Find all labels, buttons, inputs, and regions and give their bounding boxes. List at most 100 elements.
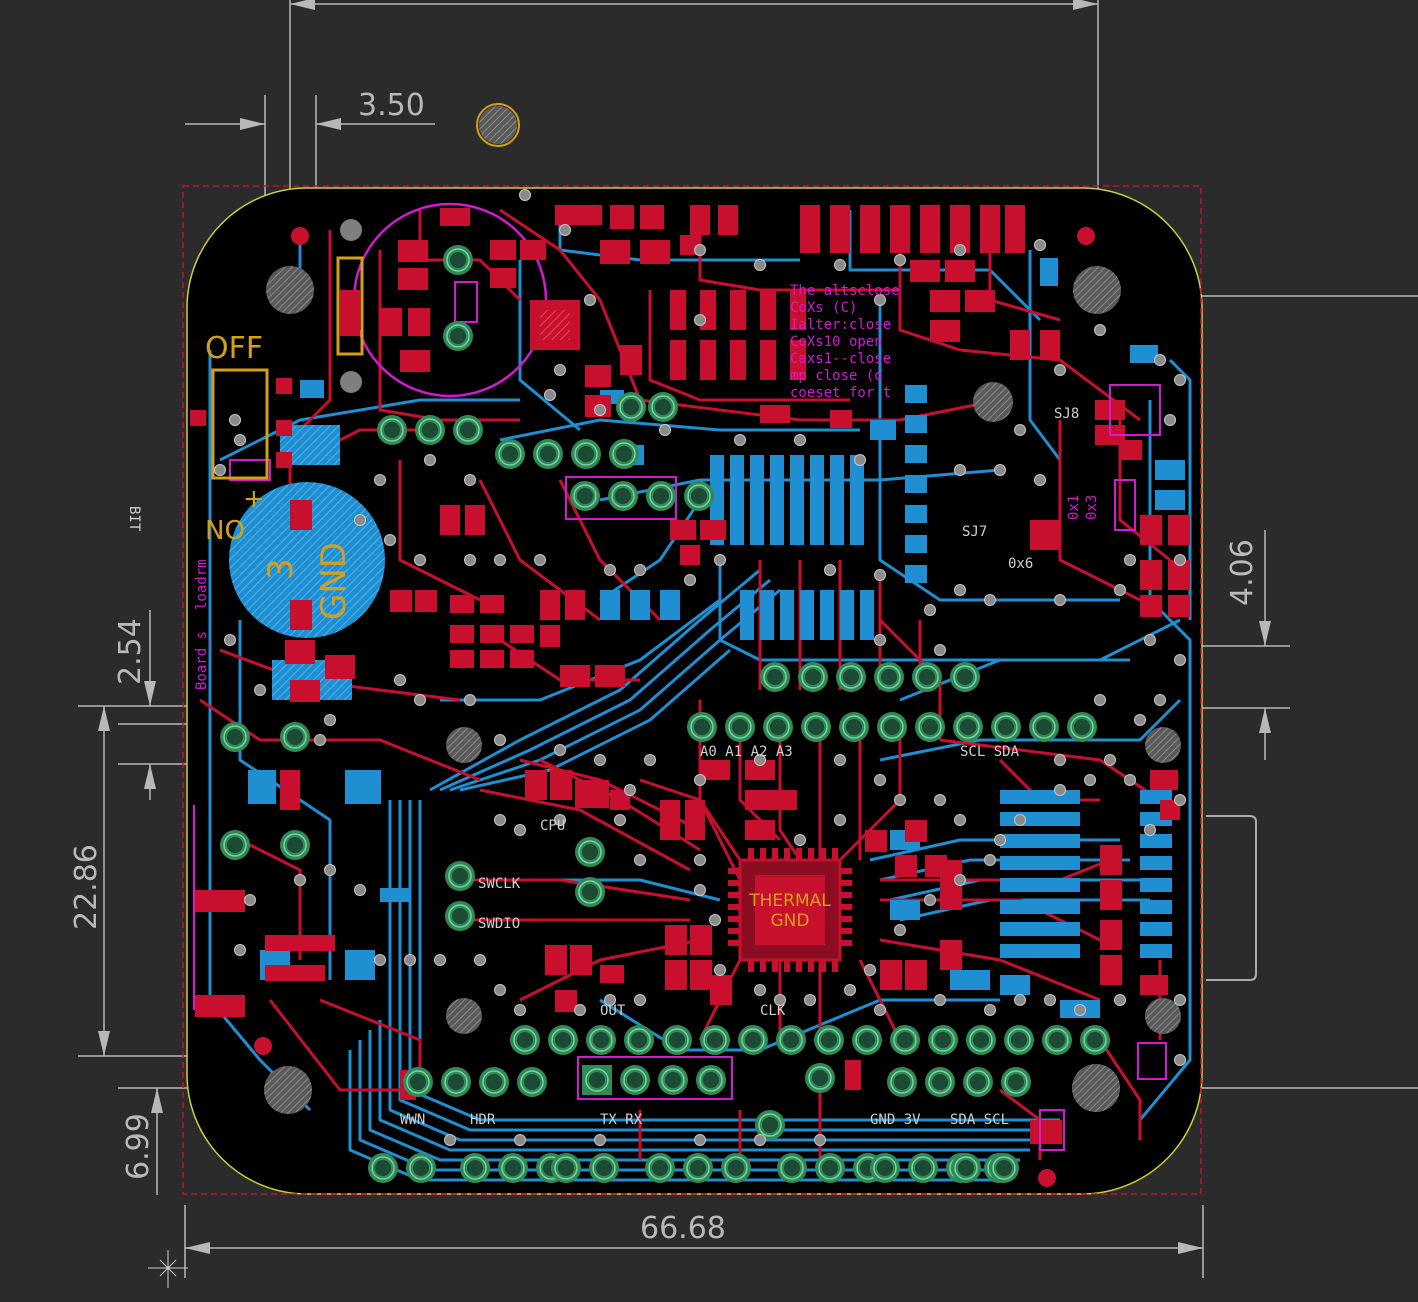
- header-pin[interactable]: [836, 662, 866, 692]
- header-pin[interactable]: [966, 1025, 996, 1055]
- header-pin[interactable]: [989, 1153, 1019, 1183]
- header-pin[interactable]: [377, 415, 407, 445]
- header-pin[interactable]: [479, 1067, 509, 1097]
- header-pin[interactable]: [415, 415, 445, 445]
- header-pin[interactable]: [609, 439, 639, 469]
- header-pin[interactable]: [877, 712, 907, 742]
- header-pin[interactable]: [403, 1067, 433, 1097]
- fiducial-mark[interactable]: [476, 103, 520, 147]
- header-pin[interactable]: [551, 1153, 581, 1183]
- header-pin[interactable]: [814, 1025, 844, 1055]
- header-pin[interactable]: [1080, 1025, 1110, 1055]
- header-pin[interactable]: [624, 1025, 654, 1055]
- header-pin[interactable]: [586, 1025, 616, 1055]
- header-pin[interactable]: [445, 861, 475, 891]
- header-pin[interactable]: [548, 1025, 578, 1055]
- header-pin[interactable]: [839, 712, 869, 742]
- header-pin[interactable]: [890, 1025, 920, 1055]
- header-pin[interactable]: [406, 1153, 436, 1183]
- header-pin[interactable]: [912, 662, 942, 692]
- header-pin[interactable]: [951, 1153, 981, 1183]
- header-pin[interactable]: [915, 712, 945, 742]
- header-pin[interactable]: [443, 245, 473, 275]
- header-pin[interactable]: [220, 830, 250, 860]
- gpio-label: A0 A1 A2 A3: [700, 744, 793, 760]
- header-pin[interactable]: [963, 1067, 993, 1097]
- header-pins[interactable]: [220, 245, 1110, 1183]
- mounting-holes[interactable]: [264, 266, 1181, 1114]
- header-pin[interactable]: [925, 1067, 955, 1097]
- header-pin[interactable]: [1001, 1067, 1031, 1097]
- header-pin[interactable]: [445, 901, 475, 931]
- header-pin[interactable]: [852, 1025, 882, 1055]
- header-pin[interactable]: [798, 662, 828, 692]
- header-pin[interactable]: [777, 1153, 807, 1183]
- header-pin[interactable]: [510, 1025, 540, 1055]
- header-pin[interactable]: [801, 712, 831, 742]
- header-pin[interactable]: [815, 1153, 845, 1183]
- header-pin[interactable]: [683, 1153, 713, 1183]
- header-pin[interactable]: [1067, 712, 1097, 742]
- header-pin[interactable]: [582, 1065, 612, 1095]
- header-pin[interactable]: [443, 321, 473, 351]
- header-pin[interactable]: [662, 1025, 692, 1055]
- header-pin[interactable]: [658, 1065, 688, 1095]
- header-pin[interactable]: [280, 830, 310, 860]
- coin-cell-battery[interactable]: 3 GND +: [229, 425, 385, 700]
- header-pin[interactable]: [533, 439, 563, 469]
- header-pin[interactable]: [870, 1153, 900, 1183]
- header-pin[interactable]: [460, 1153, 490, 1183]
- header-pin[interactable]: [760, 662, 790, 692]
- header-pin[interactable]: [648, 392, 678, 422]
- header-pin[interactable]: [280, 722, 310, 752]
- header-pin[interactable]: [908, 1153, 938, 1183]
- header-pin[interactable]: [763, 712, 793, 742]
- header-pin[interactable]: [646, 481, 676, 511]
- header-pin[interactable]: [645, 1153, 675, 1183]
- header-pin[interactable]: [991, 712, 1021, 742]
- header-pin[interactable]: [874, 662, 904, 692]
- header-pin[interactable]: [953, 712, 983, 742]
- header-pin[interactable]: [721, 1153, 751, 1183]
- header-pin[interactable]: [570, 481, 600, 511]
- header-pin[interactable]: [498, 1153, 528, 1183]
- header-pin[interactable]: [1042, 1025, 1072, 1055]
- header-pin[interactable]: [776, 1025, 806, 1055]
- vias: [214, 189, 1186, 1146]
- header-pin[interactable]: [887, 1067, 917, 1097]
- header-pin[interactable]: [805, 1063, 835, 1093]
- header-pin[interactable]: [575, 837, 605, 867]
- header-pin[interactable]: [575, 877, 605, 907]
- header-pin[interactable]: [589, 1153, 619, 1183]
- header-pin[interactable]: [1029, 712, 1059, 742]
- header-pin[interactable]: [1004, 1025, 1034, 1055]
- header-pin[interactable]: [495, 439, 525, 469]
- header-pin[interactable]: [684, 481, 714, 511]
- header-pin[interactable]: [441, 1067, 471, 1097]
- header-pin[interactable]: [725, 712, 755, 742]
- header-pin[interactable]: [700, 1025, 730, 1055]
- mcu-qfn[interactable]: THERMAL GND: [738, 858, 842, 962]
- header-pin[interactable]: [738, 1025, 768, 1055]
- bottom-copper-pads: [248, 258, 1185, 1018]
- header-pin[interactable]: [453, 415, 483, 445]
- header-pin[interactable]: [571, 439, 601, 469]
- header-pin[interactable]: [517, 1067, 547, 1097]
- header-pin[interactable]: [220, 722, 250, 752]
- via: [684, 574, 696, 586]
- usb-controller-ic[interactable]: [530, 300, 580, 350]
- header-pin[interactable]: [950, 662, 980, 692]
- power-switch[interactable]: OFF ON: [190, 331, 292, 543]
- axial-resistor[interactable]: [336, 219, 364, 393]
- via: [424, 454, 436, 466]
- header-pin[interactable]: [687, 712, 717, 742]
- via: [634, 564, 646, 576]
- header-pin[interactable]: [755, 1110, 785, 1140]
- header-pin[interactable]: [616, 392, 646, 422]
- header-pin[interactable]: [620, 1065, 650, 1095]
- header-pin[interactable]: [608, 481, 638, 511]
- header-pin[interactable]: [696, 1065, 726, 1095]
- header-pin[interactable]: [928, 1025, 958, 1055]
- header-pin[interactable]: [368, 1153, 398, 1183]
